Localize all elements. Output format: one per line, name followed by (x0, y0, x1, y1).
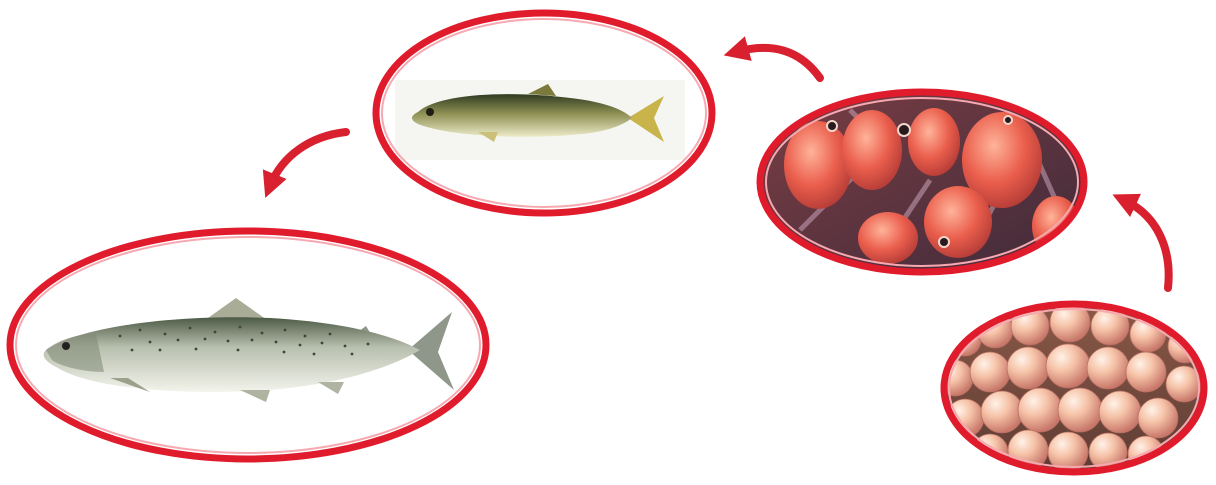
stage-eggs (937, 300, 1210, 480)
arrow-alevin-to-fry (736, 48, 820, 78)
arrow-fry-to-adult (270, 132, 346, 186)
stage-adult (8, 228, 490, 464)
stage-fry (375, 10, 715, 220)
arrow-eggs-to-alevin (1124, 200, 1169, 288)
stage-alevin (760, 90, 1090, 280)
